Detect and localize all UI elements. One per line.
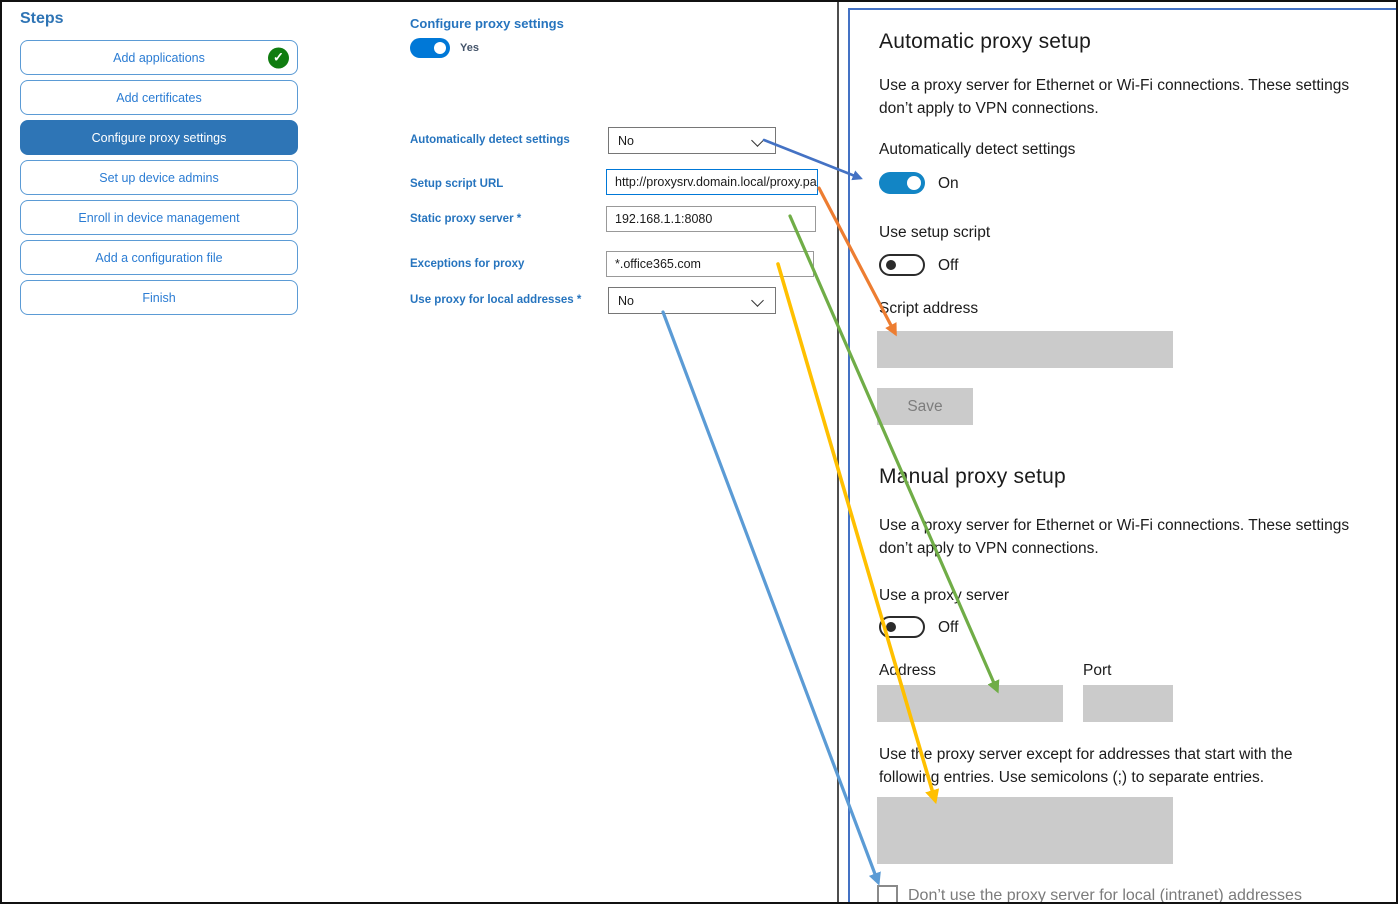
- proxy-exceptions-description: Use the proxy server except for addresse…: [879, 746, 1293, 786]
- toggle-knob: [886, 260, 896, 270]
- setup-script-url-value: http://proxysrv.domain.local/proxy.pa: [615, 175, 817, 189]
- sidebar-item-label: Configure proxy settings: [91, 130, 227, 145]
- sidebar-item-label: Enroll in device management: [78, 210, 240, 225]
- sidebar-item-add-a-configuration-file[interactable]: Add a configuration file: [20, 240, 298, 275]
- use-proxy-server-state: Off: [938, 619, 959, 636]
- field-label-use-proxy-local: Use proxy for local addresses *: [410, 294, 582, 306]
- exceptions-for-proxy-input[interactable]: *.office365.com: [606, 251, 814, 277]
- static-proxy-server-input[interactable]: 192.168.1.1:8080: [606, 206, 816, 232]
- sidebar-item-add-applications[interactable]: Add applications ✓: [20, 40, 298, 75]
- toggle-knob: [886, 622, 896, 632]
- port-input[interactable]: [1083, 685, 1173, 722]
- use-setup-script-label: Use setup script: [879, 224, 991, 241]
- local-addresses-checkbox[interactable]: [877, 885, 898, 904]
- configure-proxy-toggle-label: Yes: [460, 42, 479, 54]
- script-address-label: Script address: [879, 300, 979, 317]
- step-complete-check-icon: ✓: [268, 47, 289, 68]
- field-label-auto-detect: Automatically detect settings: [410, 134, 570, 146]
- automatic-proxy-setup-heading: Automatic proxy setup: [879, 30, 1091, 53]
- sidebar-item-add-certificates[interactable]: Add certificates: [20, 80, 298, 115]
- exceptions-for-proxy-value: *.office365.com: [615, 257, 701, 271]
- auto-detect-select-value: No: [618, 133, 634, 148]
- use-proxy-local-select[interactable]: No: [608, 287, 776, 314]
- manual-proxy-description: Use a proxy server for Ethernet or Wi-Fi…: [879, 517, 1350, 557]
- port-label: Port: [1083, 662, 1112, 679]
- proxy-exceptions-textarea[interactable]: [877, 797, 1173, 864]
- steps-title: Steps: [20, 10, 64, 27]
- chevron-down-icon: [751, 294, 764, 307]
- save-button[interactable]: Save: [877, 388, 973, 425]
- field-label-setup-script-url: Setup script URL: [410, 178, 504, 190]
- sidebar-item-enroll-in-device-management[interactable]: Enroll in device management: [20, 200, 298, 235]
- use-proxy-server-label: Use a proxy server: [879, 587, 1010, 604]
- sidebar-item-set-up-device-admins[interactable]: Set up device admins: [20, 160, 298, 195]
- chevron-down-icon: [751, 134, 764, 147]
- detect-settings-state: On: [938, 175, 959, 192]
- use-proxy-local-select-value: No: [618, 293, 634, 308]
- script-address-input[interactable]: [877, 331, 1173, 368]
- vertical-divider: [837, 0, 839, 904]
- address-label: Address: [879, 662, 936, 679]
- sidebar-item-label: Add applications: [113, 50, 205, 65]
- automatic-proxy-description: Use a proxy server for Ethernet or Wi-Fi…: [879, 77, 1350, 117]
- sidebar-item-label: Set up device admins: [99, 170, 219, 185]
- use-setup-script-toggle[interactable]: [879, 254, 925, 276]
- sidebar-item-label: Add a configuration file: [95, 250, 223, 265]
- sidebar-item-finish[interactable]: Finish: [20, 280, 298, 315]
- page-title: Configure proxy settings: [410, 16, 564, 31]
- save-button-label: Save: [907, 397, 943, 415]
- auto-detect-select[interactable]: No: [608, 127, 776, 154]
- toggle-knob: [434, 42, 446, 54]
- sidebar-item-label: Add certificates: [116, 90, 202, 105]
- field-label-exceptions-for-proxy: Exceptions for proxy: [410, 258, 525, 270]
- steps-sidebar: Steps Add applications ✓ Add certificate…: [20, 10, 300, 320]
- sidebar-item-configure-proxy-settings[interactable]: Configure proxy settings: [20, 120, 298, 155]
- sidebar-item-label: Finish: [142, 290, 176, 305]
- manual-proxy-setup-heading: Manual proxy setup: [879, 465, 1066, 488]
- use-proxy-server-toggle[interactable]: [879, 616, 925, 638]
- windows-proxy-settings-panel: Automatic proxy setup Use a proxy server…: [848, 8, 1398, 904]
- static-proxy-server-value: 192.168.1.1:8080: [615, 212, 713, 226]
- detect-settings-toggle[interactable]: [879, 172, 925, 194]
- detect-settings-label: Automatically detect settings: [879, 141, 1076, 158]
- setup-script-url-input[interactable]: http://proxysrv.domain.local/proxy.pa: [606, 169, 818, 195]
- local-addresses-arrow: [661, 310, 881, 886]
- address-input[interactable]: [877, 685, 1063, 722]
- configure-proxy-toggle[interactable]: [410, 38, 450, 58]
- toggle-knob: [907, 176, 921, 190]
- local-addresses-checkbox-label: Don’t use the proxy server for local (in…: [908, 887, 1302, 904]
- use-setup-script-state: Off: [938, 257, 959, 274]
- field-label-static-proxy-server: Static proxy server *: [410, 213, 522, 225]
